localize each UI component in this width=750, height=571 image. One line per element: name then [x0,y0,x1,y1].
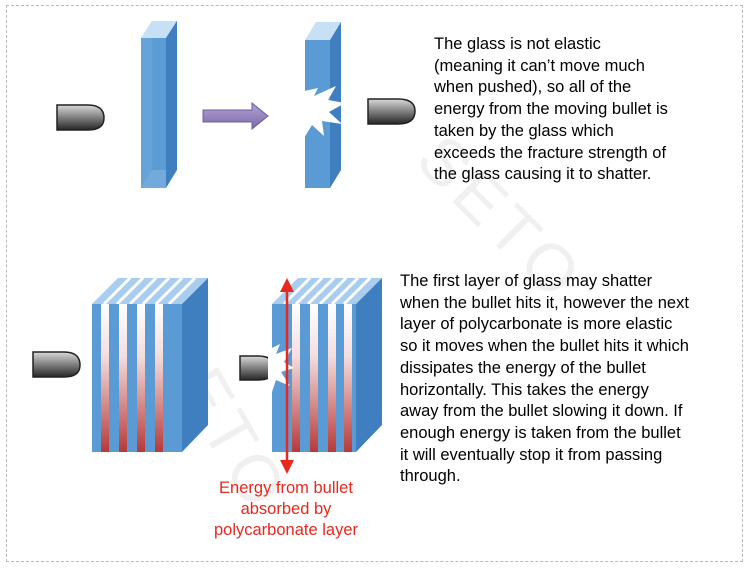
bottom-explanation-text: The first layer of glass may shatter whe… [400,272,689,486]
laminated-glass-block [92,276,208,452]
bullet-right-top [367,98,416,125]
laminated-glass-block-impacted [268,276,382,452]
glass-pane-intact [141,21,177,188]
slide-frame [6,5,743,562]
energy-arrow-caption: Energy from bullet absorbed by polycarbo… [213,479,358,539]
glass-pane-shattered [300,22,345,188]
motion-arrow [202,101,269,131]
energy-absorption-arrow [280,278,294,474]
top-explanation-text: The glass is not elastic (meaning it can… [434,35,668,184]
bullet-left-top [56,104,105,131]
bullet-left-bottom [32,351,81,378]
